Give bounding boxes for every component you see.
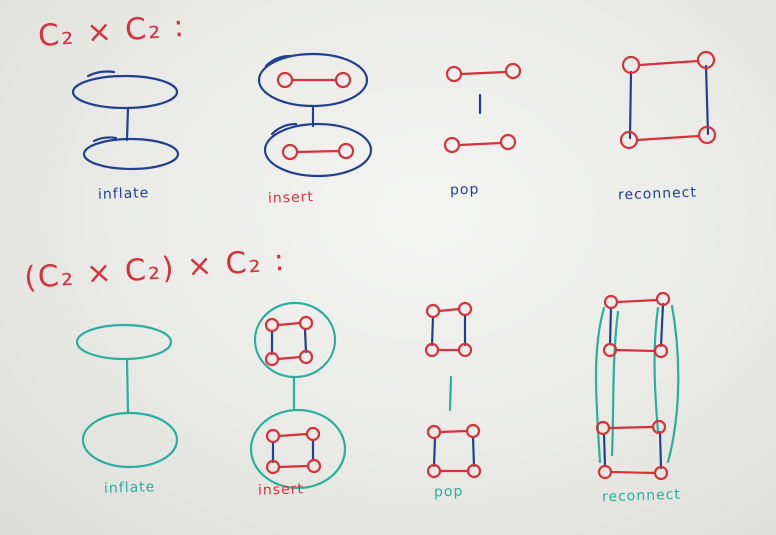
row1-label-inflate: inflate	[97, 185, 150, 203]
row1-inflate-diagram	[71, 70, 180, 171]
row2-label-inflate: inflate	[103, 479, 156, 497]
row2-label-insert: insert	[257, 481, 305, 499]
row1-label-insert: insert	[267, 189, 315, 207]
row1-label-pop: pop	[449, 181, 480, 199]
row2-insert-diagram	[249, 301, 347, 490]
row2-inflate-diagram	[75, 323, 179, 469]
row2-label-reconnect: reconnect	[601, 486, 682, 506]
row2-label-pop: pop	[433, 483, 464, 501]
row2-pop-diagram	[424, 301, 482, 479]
row1-label-reconnect: reconnect	[617, 184, 698, 204]
row1-reconnect-diagram	[619, 50, 717, 150]
row2-reconnect-diagram	[594, 291, 680, 481]
row1-insert-diagram	[257, 52, 373, 178]
row1-pop-diagram	[443, 62, 522, 154]
